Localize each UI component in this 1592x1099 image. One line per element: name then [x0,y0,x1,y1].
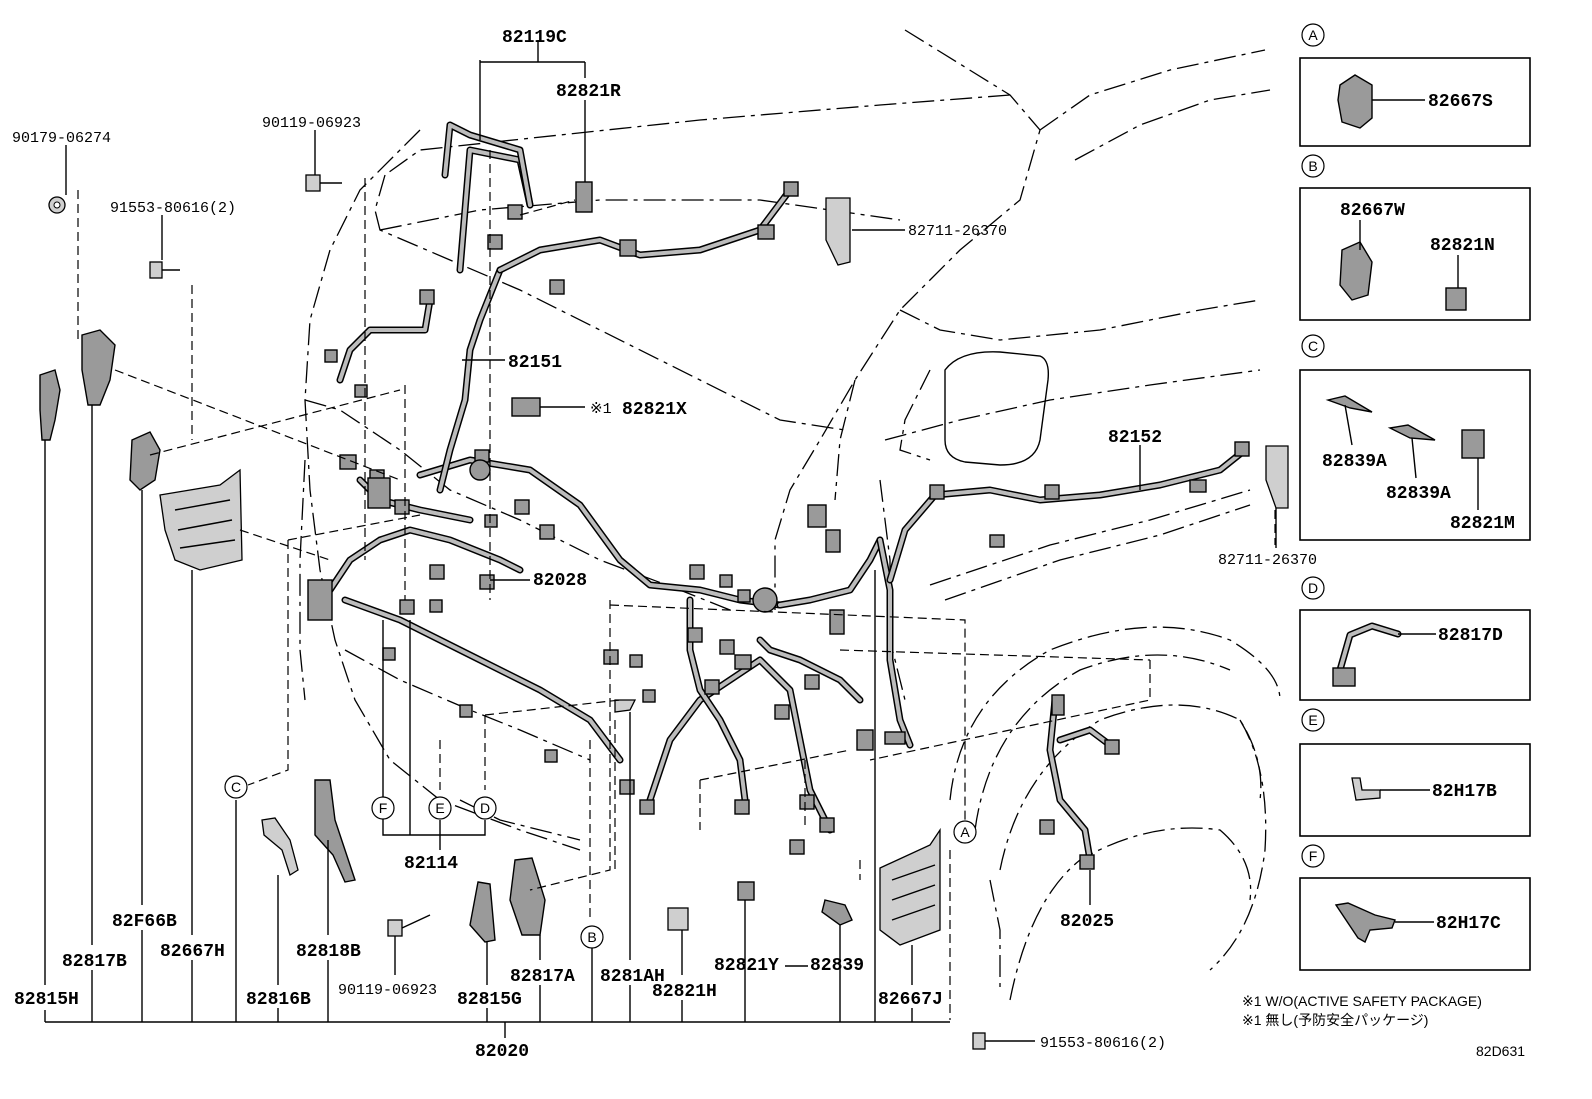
label-82711-26370-right: 82711-26370 [1218,552,1317,569]
label-82821h: 82821H [652,982,717,1002]
svg-text:82839A: 82839A [1386,484,1451,504]
label-90119-06923-bottom: 90119-06923 [338,982,437,999]
svg-text:82H17C: 82H17C [1436,914,1501,934]
label-82815g: 82815G [457,990,522,1010]
label-90119-06923-top: 90119-06923 [262,115,361,132]
svg-text:F: F [1309,848,1318,864]
leader-lines [44,40,1277,1042]
svg-text:E: E [1308,712,1317,728]
svg-text:82817D: 82817D [1438,626,1503,646]
label-82818b: 82818B [296,942,361,962]
part-labels: 82119C 82821R 90179-06274 90119-06923 91… [12,28,1317,1062]
footnote-en: ※1 W/O(ACTIVE SAFETY PACKAGE) [1242,993,1482,1009]
callout-f: F [371,796,395,820]
label-82816b: 82816B [246,990,311,1010]
label-82020: 82020 [475,1042,529,1062]
label-82821x: 82821X [622,400,687,420]
harness-connectors [307,181,1250,870]
label-82119c: 82119C [502,28,567,48]
callout-d: D [473,796,497,820]
callout-c: C [224,775,248,799]
callout-b: B [580,925,604,949]
label-82667j: 82667J [878,990,943,1010]
svg-text:D: D [1308,580,1318,596]
detail-box-e: E 82H17B [1299,708,1531,837]
label-90179-06274: 90179-06274 [12,130,111,147]
svg-text:82667W: 82667W [1340,201,1405,221]
svg-text:82821M: 82821M [1450,514,1515,534]
label-82817a: 82817A [510,967,575,987]
label-82025: 82025 [1060,912,1114,932]
label-91553-80616-bottom: 91553-80616(2) [1040,1035,1166,1052]
label-82817b: 82817B [62,952,127,972]
label-82151: 82151 [508,353,562,373]
callout-circles: C F E D B A [224,775,977,949]
label-82821y: 82821Y [714,956,779,976]
svg-text:82839A: 82839A [1322,452,1387,472]
label-82821x-mark: ※1 [590,401,612,418]
main-harness [326,146,1249,864]
label-82f66b: 82F66B [112,912,177,932]
svg-text:E: E [435,800,444,816]
svg-text:C: C [231,779,241,795]
detail-box-c: C 82839A 82839A 82821M [1299,334,1531,541]
svg-text:B: B [1308,158,1317,174]
svg-text:F: F [379,800,388,816]
svg-text:82667S: 82667S [1428,92,1493,112]
dashed-leaders [77,150,1276,1020]
label-82821r: 82821R [556,82,621,102]
svg-text:A: A [960,824,970,840]
svg-text:B: B [587,929,596,945]
footnotes: ※1 W/O(ACTIVE SAFETY PACKAGE) ※1 無し(予防安全… [1242,993,1525,1059]
label-82839: 82839 [810,956,864,976]
svg-text:A: A [1308,27,1318,43]
label-82667h: 82667H [160,942,225,962]
callout-e: E [428,796,452,820]
label-82815h: 82815H [14,990,79,1010]
detail-box-d: D 82817D [1299,576,1531,701]
left-parts [39,121,1289,1050]
detail-box-b: B 82667W 82821N [1299,154,1531,321]
detail-box-f: F 82H17C [1299,844,1531,971]
svg-text:C: C [1308,338,1318,354]
label-82711-26370-top: 82711-26370 [908,223,1007,240]
svg-text:82H17B: 82H17B [1432,782,1497,802]
svg-text:82821N: 82821N [1430,236,1495,256]
svg-text:D: D [480,800,490,816]
callout-a: A [953,820,977,844]
label-82114: 82114 [404,854,458,874]
detail-box-a: A 82667S [1299,23,1531,147]
label-82028: 82028 [533,571,587,591]
label-91553-80616-left: 91553-80616(2) [110,200,236,217]
diagram-code: 82D631 [1476,1043,1525,1059]
label-82152: 82152 [1108,428,1162,448]
footnote-jp: ※1 無し(予防安全パッケージ) [1242,1012,1428,1028]
label-8281ah: 8281AH [600,967,665,987]
